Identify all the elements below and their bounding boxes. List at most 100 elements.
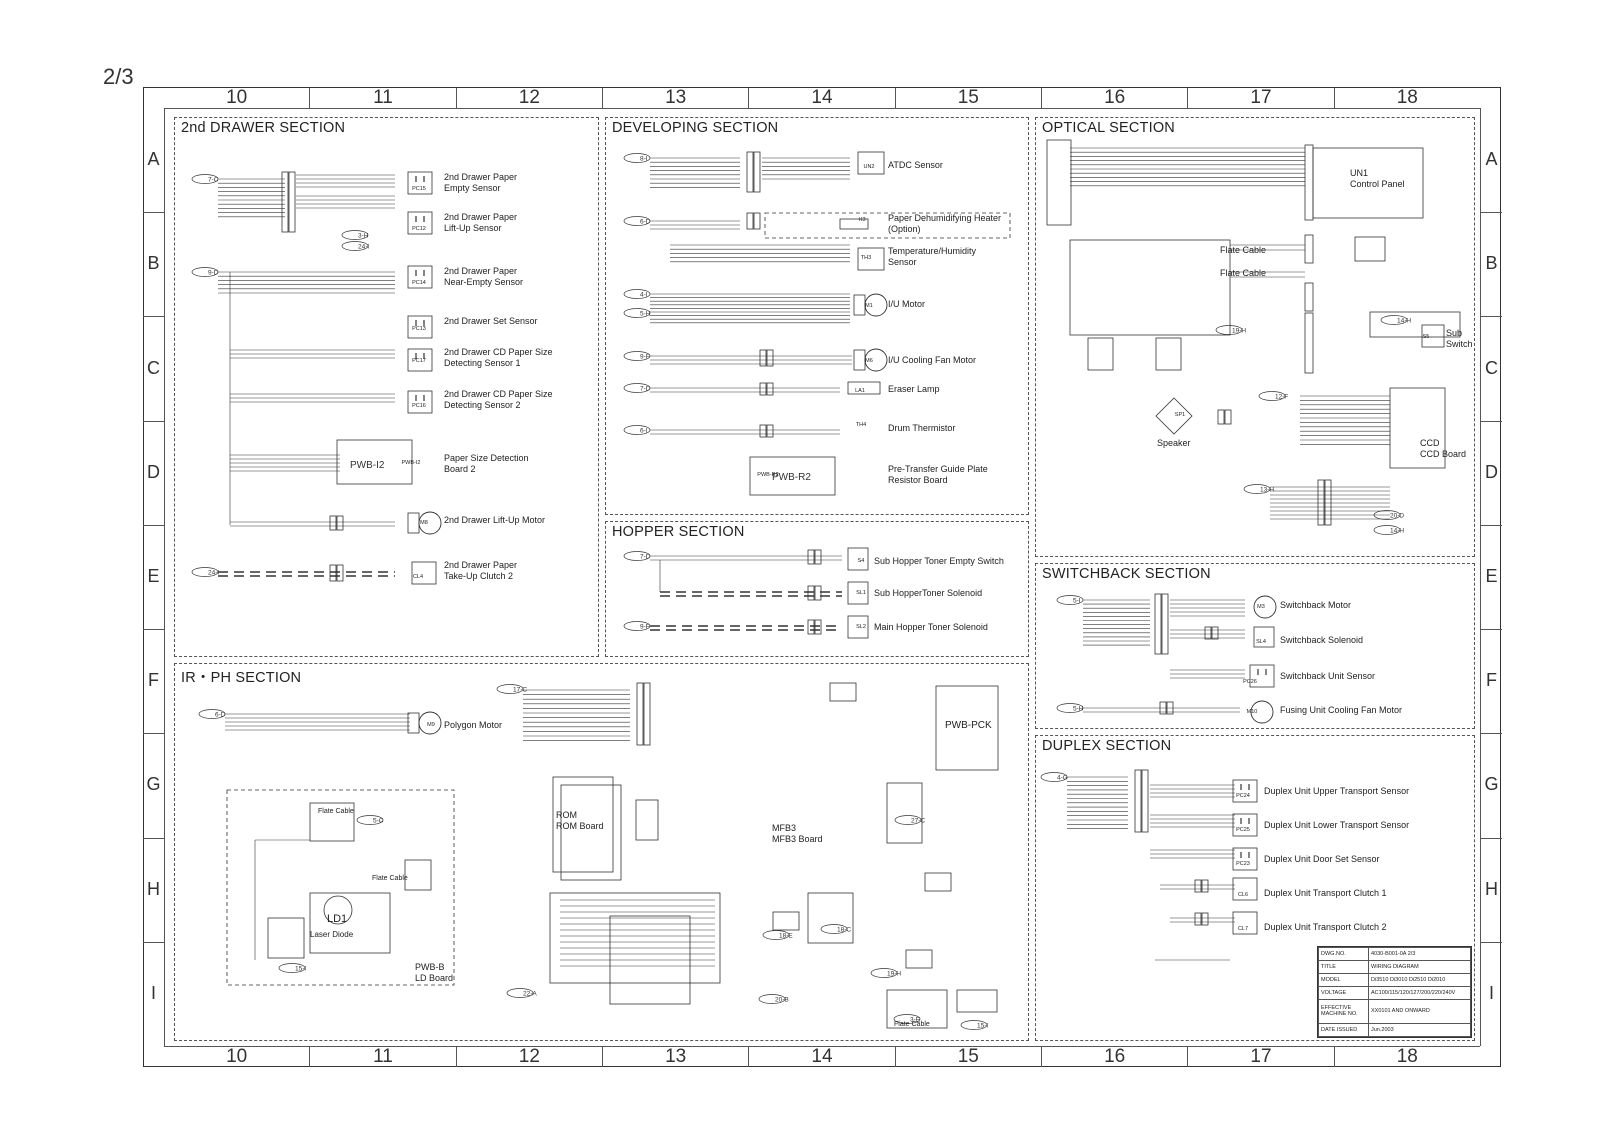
page-ref (870, 968, 898, 978)
title-block-key: DATE ISSUED (1318, 1022, 1369, 1038)
part-id: PC25 (1236, 827, 1250, 833)
component-label: 2nd Drawer Paper Lift-Up Sensor (444, 212, 518, 233)
section-title: IR・PH SECTION (181, 670, 302, 686)
not-use-box (924, 872, 952, 892)
section-title: OPTICAL SECTION (1042, 120, 1175, 136)
row-label: C (147, 357, 160, 378)
part-id: PC15 (412, 186, 426, 192)
column-label: 17 (1187, 88, 1333, 108)
part-id: PWB-R2 (757, 472, 779, 478)
component-label: Duplex Unit Upper Transport Sensor (1264, 786, 1410, 796)
column-label: 14 (748, 88, 894, 108)
ld-flate-cable (309, 802, 355, 842)
part-id: M6 (865, 358, 873, 364)
column-label: 10 (226, 87, 248, 108)
column-label: 10 (226, 1046, 248, 1067)
cn2mfb3 (635, 799, 659, 841)
component-label: Temperature/Humidity Sensor (888, 246, 977, 267)
row-label: D (147, 461, 160, 482)
column-label: 18 (1333, 88, 1480, 108)
page-ref-text: 19-H (887, 971, 901, 978)
optical-cable-block (1046, 139, 1072, 226)
page-ref (1215, 325, 1243, 335)
connector (766, 382, 774, 396)
page-ref-text: 4-G (1057, 775, 1068, 782)
connector (759, 349, 767, 367)
motor-housing (853, 349, 866, 371)
control-panel-label: UN1 Control Panel (1350, 168, 1405, 189)
component-label: Drum Thermistor (888, 423, 956, 433)
row-label: G (146, 774, 161, 795)
row-label: D (1485, 461, 1498, 482)
row-label: B (147, 253, 160, 274)
heater-option-box (764, 212, 1011, 239)
part-id: M8 (420, 520, 428, 526)
page-ref (341, 241, 369, 251)
component-label: Duplex Unit Door Set Sensor (1264, 854, 1380, 864)
page-ref-text: 7-D (640, 554, 651, 561)
connector (814, 549, 822, 565)
ccd-board (1389, 387, 1446, 469)
part-id: PC23 (1236, 861, 1250, 867)
title-block-key: VOLTAGE (1318, 985, 1369, 1000)
component-label: ATDC Sensor (888, 160, 943, 170)
connector (1166, 701, 1174, 715)
page-ref-text: 13-H (1260, 487, 1274, 494)
section-optical: OPTICAL SECTION (1035, 117, 1475, 557)
connector (766, 349, 774, 367)
ccd-board-label: CCD CCD Board (1420, 438, 1467, 459)
cl6-block (1232, 877, 1258, 901)
page-ref (894, 815, 922, 825)
section-title: SWITCHBACK SECTION (1042, 566, 1211, 582)
section-developing: DEVELOPING SECTION (605, 117, 1029, 515)
part-id: M3 (1257, 604, 1265, 610)
connector (759, 382, 767, 396)
page-ref-text: 3-E (910, 1017, 921, 1024)
part-id: PC13 (412, 326, 426, 332)
page-ref-text: 3-H (358, 233, 369, 240)
component-label: Sub HopperToner Solenoid (874, 588, 983, 598)
clutch-block (411, 561, 437, 585)
title-block-key: MODEL (1318, 972, 1369, 987)
page-ref-text: 15-I (295, 966, 306, 973)
title-block-key: TITLE (1318, 959, 1369, 974)
page-ref-text: 5-H (1073, 706, 1084, 713)
row-label: H (1485, 878, 1498, 899)
rom-board-shadow (560, 784, 622, 881)
column-label: 11 (309, 1047, 455, 1067)
pwb-b-board (226, 789, 455, 986)
connector (746, 151, 754, 193)
row-divider (1481, 941, 1502, 943)
row-label: I (1488, 982, 1494, 1003)
sl1-block (847, 581, 869, 605)
page-ref-text: 7-D (640, 386, 651, 393)
part-id: SL1 (856, 590, 866, 596)
connector (1324, 479, 1332, 526)
section-switchback: SWITCHBACK SECTION (1035, 563, 1475, 729)
row-divider (1481, 629, 1502, 631)
row-divider (143, 212, 164, 214)
connector (1204, 626, 1212, 640)
page-ref-text: 6-D (215, 712, 226, 719)
laser-diode-label: Laser Diode (310, 930, 354, 939)
row-label: G (1484, 774, 1499, 795)
part-id: SL4 (1256, 639, 1266, 645)
connector (1159, 701, 1167, 715)
part-id: SP1 (1174, 412, 1186, 418)
title-block-value: 4030-B001-0A 2/3 (1368, 947, 1471, 961)
component-label: 2nd Drawer Paper Near-Empty Sensor (444, 266, 524, 287)
flate-cable-label: Flate Cable (1220, 268, 1267, 278)
connector (1141, 769, 1149, 833)
connector (1224, 409, 1232, 425)
part-id: PC24 (1236, 793, 1250, 799)
connector (1161, 593, 1169, 655)
not-use-box (772, 911, 800, 931)
page-ref (341, 230, 369, 240)
page-ref-text: 5-H (640, 311, 651, 318)
connector (1217, 409, 1225, 425)
